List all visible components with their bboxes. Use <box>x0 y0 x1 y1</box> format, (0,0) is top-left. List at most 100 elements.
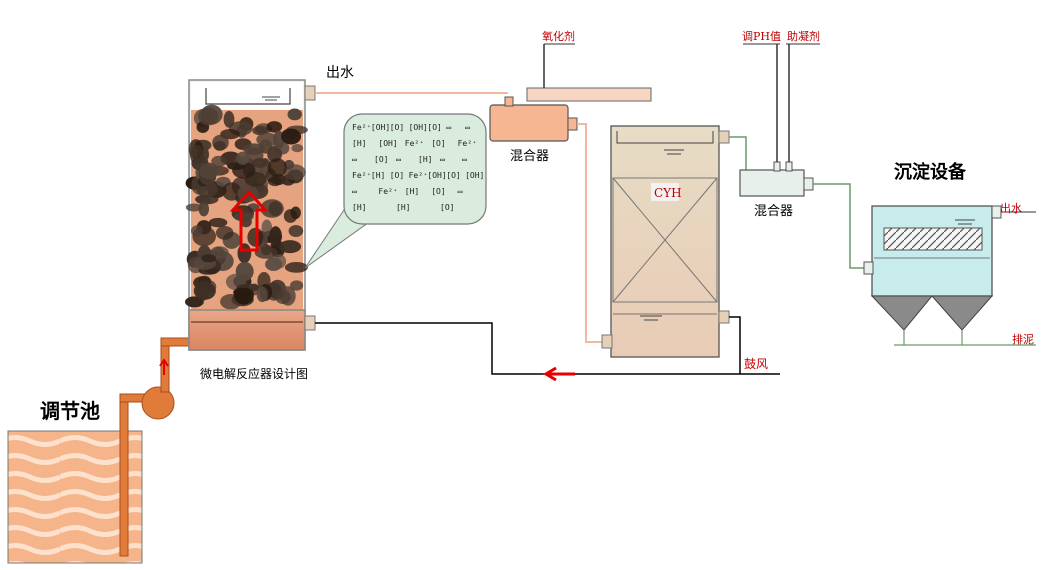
callout-species-label: [O] <box>390 171 404 180</box>
media-particle <box>215 226 234 240</box>
air-supply-pipe <box>315 322 780 375</box>
media-particle <box>281 128 302 145</box>
mixer-to-cyh-pipe <box>577 123 603 343</box>
cyh-to-mixer-pipe <box>729 136 747 170</box>
media-particle <box>260 199 284 218</box>
mixer-2-side-nozzle <box>803 177 814 191</box>
callout-species-label: [H] <box>371 171 385 180</box>
mixer-2-body <box>739 169 805 197</box>
callout-species-label: [OH] <box>378 139 397 148</box>
callout-species-label: [H] <box>352 139 366 148</box>
cyh-packing-diagonal-2 <box>612 177 718 303</box>
media-particle <box>212 134 229 151</box>
chemical-dosing: 调PH值 助凝剂 <box>742 29 820 162</box>
cyh-water-level <box>664 149 684 155</box>
callout-species-label: [H] <box>352 203 366 212</box>
cyh-outlet-nozzle <box>718 130 730 144</box>
reactor-water-level <box>262 96 280 101</box>
mixer-2-label: 混合器 <box>754 204 793 219</box>
aeration-flow-arrow <box>543 366 575 382</box>
callout-species-label: [O] <box>390 123 404 132</box>
media-particle <box>232 161 256 179</box>
media-particle <box>290 280 304 291</box>
reactor-caption: 微电解反应器设计图 <box>200 366 308 381</box>
oxidant-dosing: 氧化剂 <box>526 29 652 102</box>
media-particle <box>283 209 298 223</box>
callout-species-label: Fe²⁺ <box>405 139 424 148</box>
mixer-1-top-nozzle <box>504 96 514 107</box>
callout-species-label: [H] <box>396 203 410 212</box>
media-particle <box>269 226 282 246</box>
sludge-label: 排泥 <box>1012 332 1034 346</box>
sed-effluent-label: 出水 <box>1000 201 1022 215</box>
media-particle <box>211 155 227 167</box>
cyh-weir <box>616 131 714 144</box>
media-particle <box>222 182 242 201</box>
media-particle <box>223 110 235 128</box>
callout-species-label: [O] <box>431 139 445 148</box>
callout-species-label: [H] <box>405 187 419 196</box>
sed-inclined-plates <box>883 227 983 251</box>
sed-tank-body <box>871 205 993 297</box>
reactor-weir <box>205 88 291 105</box>
feed-pump <box>119 337 192 557</box>
media-particle <box>272 254 287 269</box>
mixer-2-nozzle-b <box>785 161 793 172</box>
callout-species-label: [H] <box>418 155 432 164</box>
media-particle <box>233 287 253 297</box>
callout-species-label: [O] <box>446 171 460 180</box>
suction-pipe <box>119 397 129 557</box>
pump-icon <box>141 386 175 420</box>
callout-species-label: [O] <box>427 123 441 132</box>
mixer-1-label: 混合器 <box>510 149 549 164</box>
coagulant-label: 助凝剂 <box>787 29 820 43</box>
callout-species: Fe²⁺[OH][O][OH][O]▭▭[H][OH]Fe²⁺[O]Fe²⁺▭[… <box>352 123 484 212</box>
callout-species-label: [O] <box>374 155 388 164</box>
mixer-1-body <box>489 104 569 142</box>
sedimentation-label: 沉淀设备 <box>894 161 967 183</box>
callout-species-label: ▭ <box>352 187 357 196</box>
aeration-line: 鼓风 <box>315 316 780 382</box>
mixer-to-sedimentation-pipe <box>813 183 866 269</box>
callout-bubble <box>343 113 487 225</box>
sed-inlet-nozzle <box>863 261 874 275</box>
media-particle <box>266 121 283 133</box>
media-particle <box>283 164 306 181</box>
oxidant-header-pipe <box>526 87 652 102</box>
media-particle <box>251 157 269 168</box>
media-particle <box>236 151 250 165</box>
media-particle <box>284 262 308 273</box>
media-particle <box>193 282 216 300</box>
media-particle <box>278 240 302 254</box>
media-particle <box>291 144 304 153</box>
callout-species-label: ▭ <box>440 155 445 164</box>
pump-flow-arrow <box>159 358 169 375</box>
cyh-inlet-nozzle <box>601 334 613 349</box>
media-particle <box>256 132 279 147</box>
callout-species-label: [OH] <box>427 171 446 180</box>
media-particle <box>201 254 217 263</box>
reactor-outlet-line: 出水 <box>315 65 508 94</box>
media-particle <box>287 108 302 121</box>
media-particle <box>208 217 228 228</box>
mixer-2-nozzle-a <box>773 161 781 172</box>
mixer-1-side-nozzle <box>567 117 578 131</box>
callout-species-label: ▭ <box>446 123 451 132</box>
mixer-1: 混合器 <box>489 96 578 164</box>
sedimentation-tank: 沉淀设备 出水 排泥 <box>863 161 1036 346</box>
media-particle <box>267 176 282 187</box>
media-particle <box>267 158 287 178</box>
reactor-bottom-chamber <box>188 309 306 351</box>
cyh-label: CYH <box>654 186 682 200</box>
cyh-bottom-marks <box>640 315 662 321</box>
cyh-reactor: CYH <box>601 125 730 358</box>
upflow-arrow <box>229 189 269 252</box>
media-particle <box>254 246 278 259</box>
reactor-inlet-nozzle <box>304 315 316 331</box>
outlet-water-label: 出水 <box>326 65 354 81</box>
reaction-callout: Fe²⁺[OH][O][OH][O]▭▭[H][OH]Fe²⁺[O]Fe²⁺▭[… <box>304 113 487 269</box>
media-particle <box>198 107 219 126</box>
reactor-outlet-nozzle <box>304 85 316 101</box>
callout-species-label: [OH] <box>465 171 484 180</box>
